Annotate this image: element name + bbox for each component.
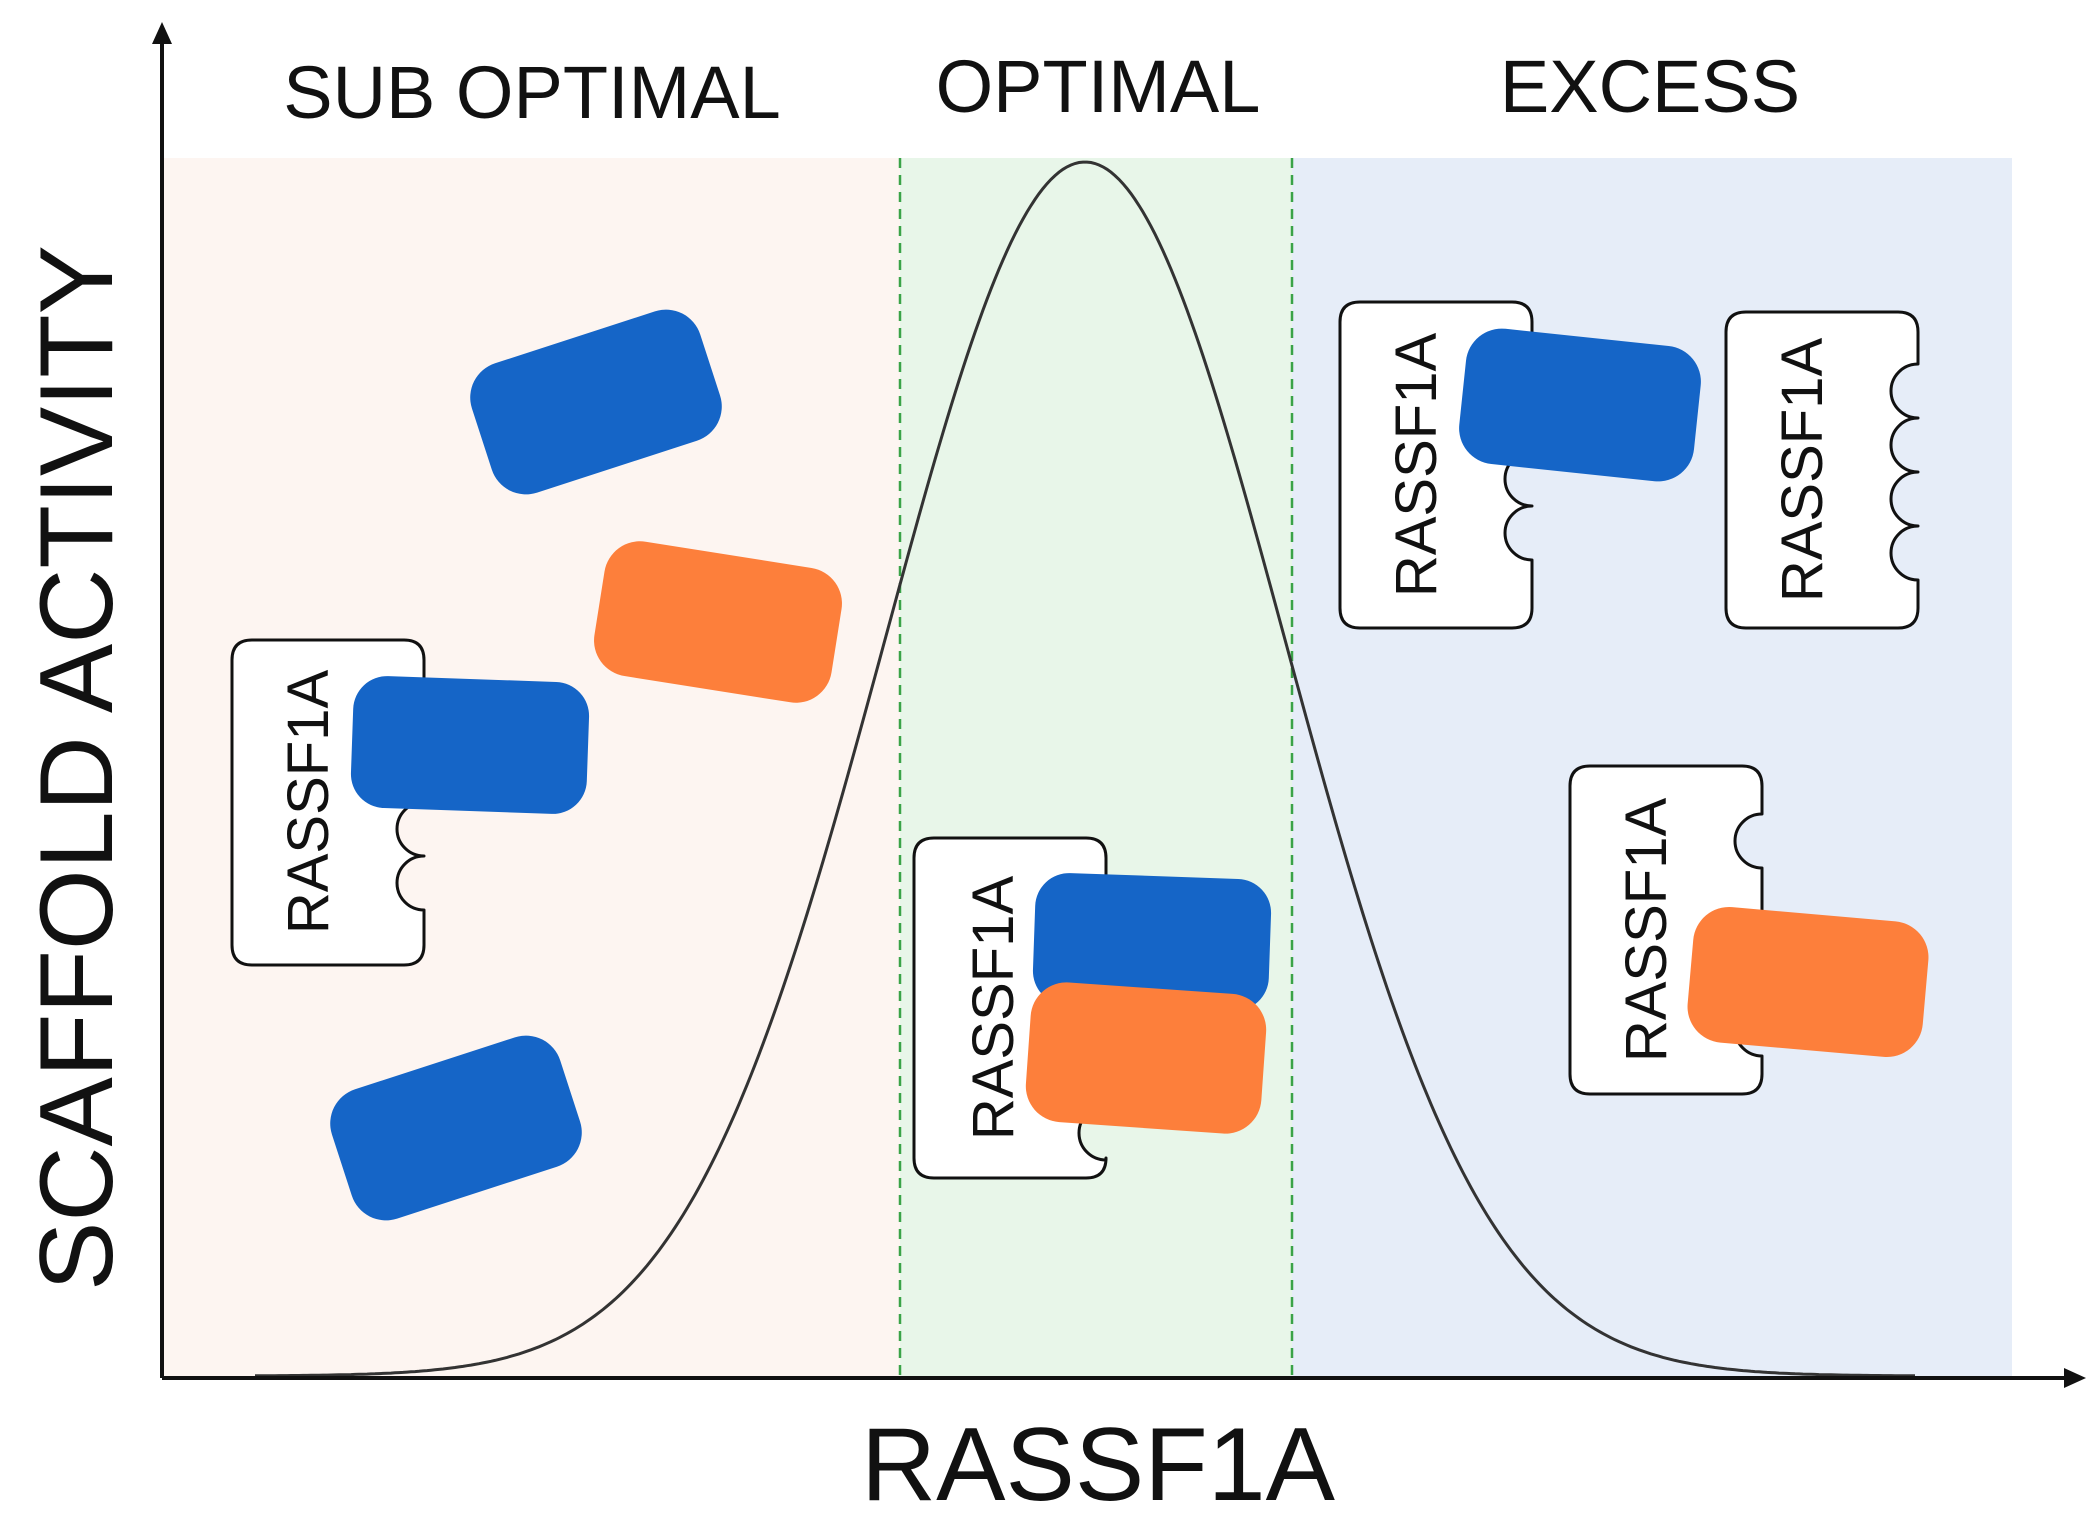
x-axis-title: RASSF1A (861, 1407, 1336, 1523)
scaffold-label: RASSF1A (961, 876, 1026, 1141)
scaffold-shape (1724, 310, 1920, 630)
bound-blue-partner (1459, 328, 1701, 482)
bound-blue-partner (350, 676, 590, 814)
scaffold-label: RASSF1A (276, 670, 341, 935)
region-label-excess: EXCESS (1500, 45, 1800, 128)
scaffold-label: RASSF1A (1770, 338, 1835, 603)
bound-orange-partner (1025, 982, 1267, 1134)
rassf1a-scaffold-empty: RASSF1A (1724, 310, 1920, 630)
region-label-optimal: OPTIMAL (936, 45, 1261, 128)
y-axis-arrowhead (152, 22, 172, 44)
region-label-sub-optimal: SUB OPTIMAL (283, 51, 781, 134)
bound-orange-partner (1687, 906, 1929, 1058)
free-blue-partner (470, 309, 722, 495)
free-orange-partner (594, 541, 842, 703)
scaffold-label: RASSF1A (1384, 333, 1449, 598)
scaffold-label: RASSF1A (1614, 798, 1679, 1063)
x-axis-arrowhead (2064, 1368, 2086, 1388)
free-blue-partner (330, 1035, 582, 1221)
region-optimal-background (900, 158, 1292, 1378)
activity-curve (255, 160, 1915, 1378)
y-axis-title: SCAFFOLD ACTIVITY (19, 245, 135, 1291)
bound-blue-partner (1032, 873, 1272, 1011)
